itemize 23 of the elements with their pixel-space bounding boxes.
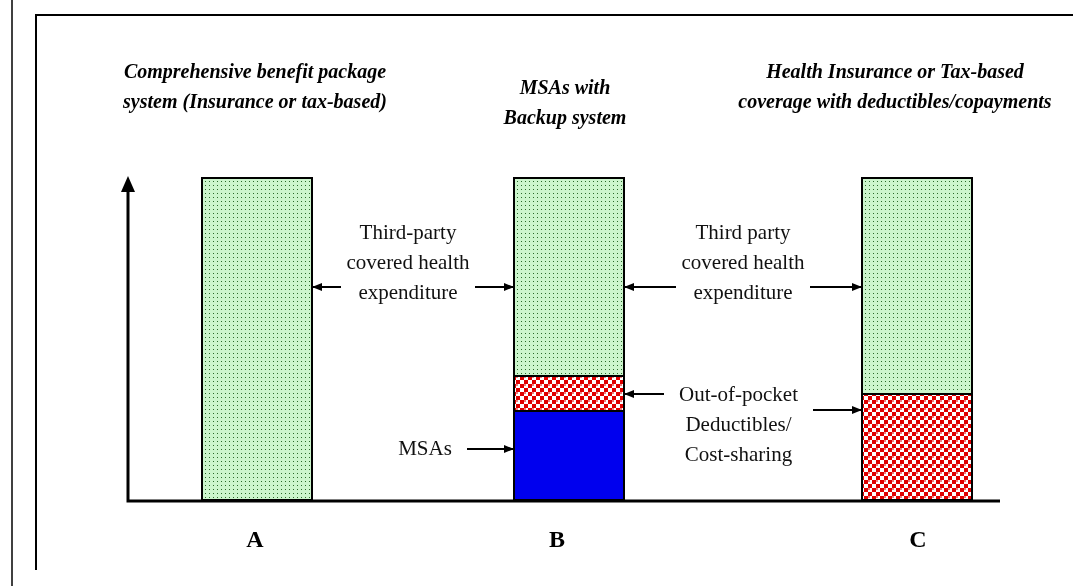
annotation-text: MSAs (385, 433, 465, 463)
insurance-segment (861, 177, 973, 395)
arrow (624, 283, 677, 291)
arrow (312, 283, 342, 291)
insurance-segment (513, 177, 625, 377)
annotation-text: Third-party covered health expenditure (343, 217, 473, 307)
column-heading: MSAs with Backup system (502, 75, 628, 131)
arrow (624, 390, 665, 398)
arrow (474, 283, 514, 291)
msa-segment (513, 410, 625, 501)
out-of-pocket-segment (861, 393, 973, 501)
insurance-segment (201, 177, 313, 501)
arrow (812, 406, 862, 414)
column-letter: B (548, 526, 566, 553)
out-of-pocket-segment (513, 375, 625, 412)
annotation-text: Third party covered health expenditure (678, 217, 808, 307)
column-heading: Health Insurance or Tax-based coverage with deductibles/copayments (737, 59, 1053, 115)
annotation-text: Out-of-pocket Deductibles/ Cost-sharing (666, 379, 811, 469)
arrow (809, 283, 862, 291)
column-heading: Comprehensive benefit package system (Insurance or tax-based) (122, 59, 388, 115)
column-letter: C (908, 526, 928, 553)
column-letter: A (245, 526, 265, 553)
arrow (466, 445, 514, 453)
